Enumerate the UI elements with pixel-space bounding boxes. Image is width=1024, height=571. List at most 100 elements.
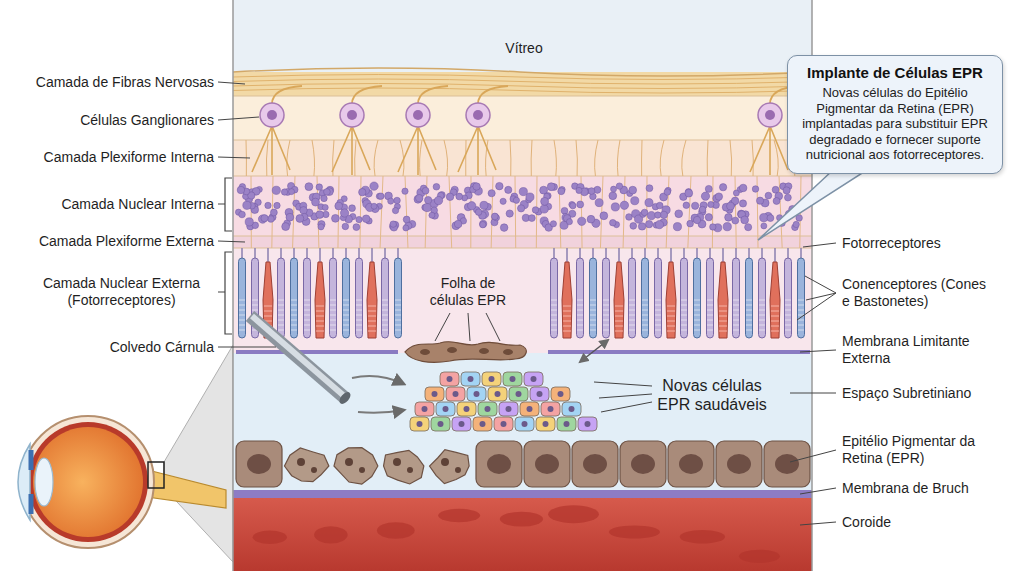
rpe-nucleus [727, 454, 751, 474]
new-rpe-nucleus [459, 421, 465, 427]
rod-disk [629, 310, 635, 311]
nucleus-dot [281, 189, 287, 195]
new-rpe-nucleus [474, 391, 480, 397]
rod-cell [291, 248, 298, 338]
nucleus-dot [611, 186, 617, 192]
rod-disk [551, 320, 557, 321]
leader-line [805, 276, 836, 293]
rod-disk [239, 300, 245, 301]
rod-segment [785, 258, 792, 338]
cell-debris [407, 467, 413, 473]
new-rpe-nucleus [522, 421, 528, 427]
nucleus-dot [335, 202, 343, 210]
nucleus-dot [620, 201, 628, 209]
rod-disk [655, 325, 661, 326]
rod-disk [681, 325, 687, 326]
rod-disk [330, 330, 336, 331]
neural-fiber [444, 140, 448, 176]
new-rpe-cell [503, 372, 522, 386]
nucleus-dot [685, 189, 693, 197]
rod-disk [798, 310, 804, 311]
nucleus-dot [425, 196, 432, 203]
rod-disk [707, 300, 713, 301]
nucleus-dot [245, 218, 253, 226]
cone-disk [771, 326, 779, 327]
rod-disk [239, 315, 245, 316]
rod-disk [655, 330, 661, 331]
rod-disk [356, 330, 362, 331]
new-rpe-nucleus [438, 421, 444, 427]
nucleus-dot [733, 190, 739, 196]
rod-disk [707, 305, 713, 306]
rod-disk [551, 305, 557, 306]
layer-boundary [233, 236, 812, 237]
nucleus-dot [611, 203, 619, 211]
new-rpe-cell [494, 417, 513, 431]
rod-cell [395, 248, 402, 338]
nucleus-dot [433, 183, 440, 190]
rod-disk [577, 330, 583, 331]
cell-stalk [566, 248, 568, 262]
nerve-fiber [233, 79, 812, 84]
rod-disk [603, 320, 609, 321]
nucleus-dot [626, 214, 633, 221]
cannula-tip [337, 390, 352, 406]
rod-disk [655, 315, 661, 316]
cell-stalk [774, 248, 776, 262]
rpe-cell [236, 441, 282, 487]
rod-disk [746, 300, 752, 301]
new-rpe-cell [536, 417, 555, 431]
rod-disk [577, 300, 583, 301]
rod-disk [252, 310, 258, 311]
nucleus-dot [349, 205, 356, 212]
nerve-fiber [233, 75, 812, 80]
rod-disk [356, 305, 362, 306]
nucleus-dot [570, 203, 576, 209]
iris [29, 494, 34, 514]
rod-disk [798, 300, 804, 301]
new-rpe-cell [461, 372, 480, 386]
rod-disk [642, 300, 648, 301]
sheet-spot [503, 349, 513, 355]
cone-disk [719, 321, 727, 322]
cone-segment [718, 262, 728, 338]
rod-segment [694, 258, 701, 338]
nucleus-dot [454, 220, 462, 228]
cone-segment [770, 262, 780, 338]
cone-disk [719, 331, 727, 332]
axon [418, 86, 448, 104]
nucleus-dot [274, 202, 280, 208]
rod-cell [655, 248, 662, 338]
rod-disk [395, 325, 401, 326]
rod-segment [356, 258, 363, 338]
rpe-nucleus [247, 454, 271, 474]
cone-disk [615, 311, 623, 312]
neural-fiber [660, 140, 664, 176]
new-rpe-nucleus [543, 421, 549, 427]
new-rpe-nucleus [468, 376, 474, 382]
nucleus-dot [723, 223, 731, 231]
nucleus-dot [558, 188, 565, 195]
rpe-nucleus [535, 454, 559, 474]
new-rpe-cell [524, 372, 543, 386]
new-rpe-cell [431, 417, 450, 431]
nucleus-dot [578, 217, 586, 225]
rod-disk [382, 310, 388, 311]
rpe-nucleus [631, 454, 655, 474]
nucleus-dot [773, 197, 780, 204]
cone-disk [316, 331, 324, 332]
nucleus-dot [645, 199, 653, 207]
nucleus-dot [316, 211, 324, 219]
leader-line [803, 243, 836, 247]
cone-disk [316, 306, 324, 307]
rod-disk [343, 315, 349, 316]
rod-disk [681, 310, 687, 311]
cone-disk [368, 316, 376, 317]
choroid-vessel [609, 525, 660, 538]
nucleus-dot [765, 192, 772, 199]
rod-disk [330, 310, 336, 311]
nucleus-dot [756, 197, 763, 204]
eye-inset [18, 345, 233, 562]
cell-debris [393, 458, 401, 466]
rod-disk [577, 310, 583, 311]
